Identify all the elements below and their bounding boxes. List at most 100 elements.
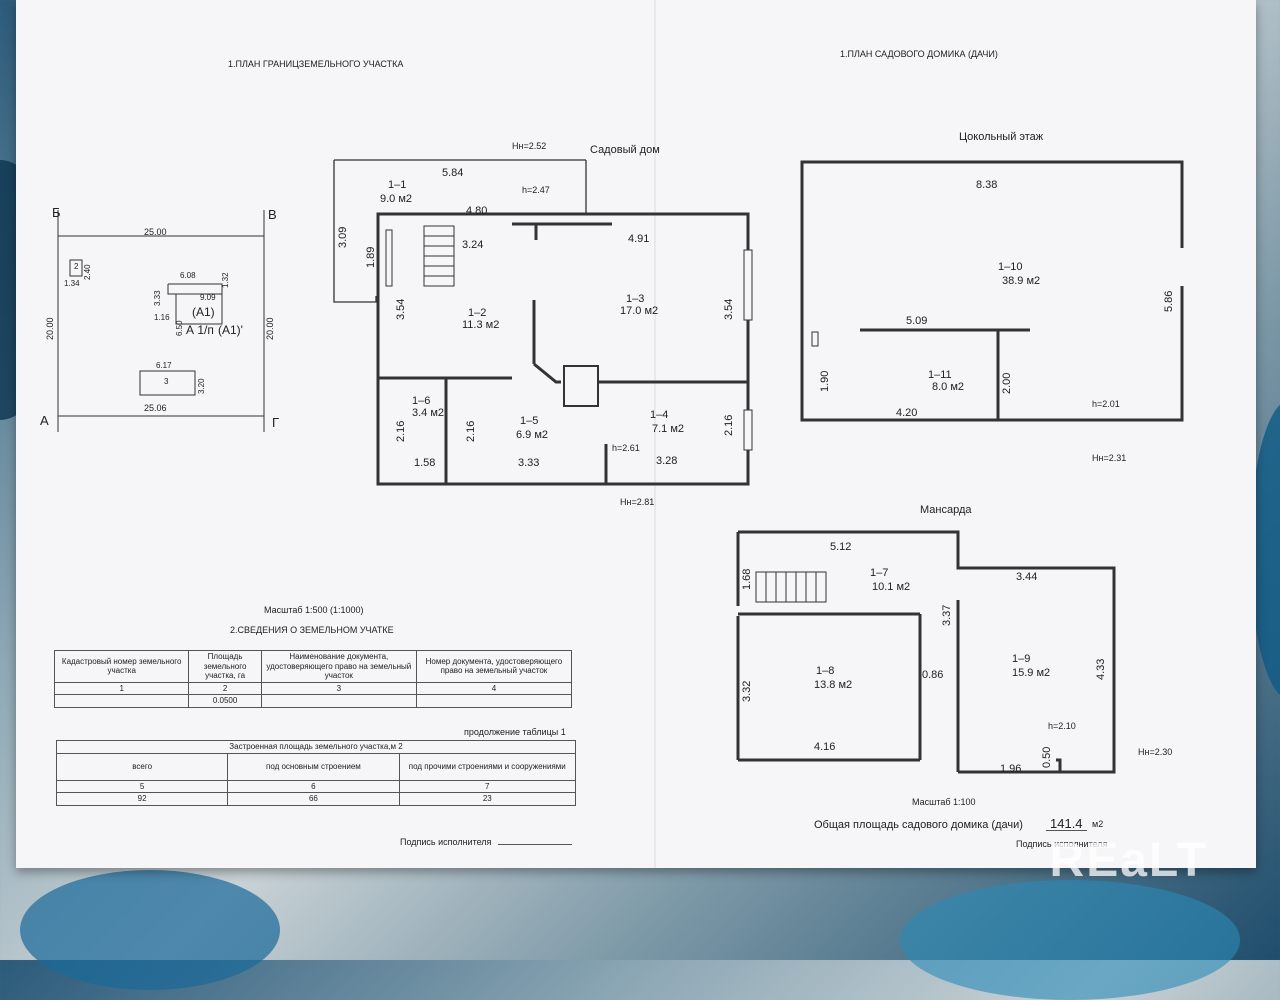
dim-344: 3.44 <box>1016 571 1038 583</box>
plans-drawing <box>57 159 1184 774</box>
table1-header: Наименование документа, удостоверяющего … <box>260 650 417 683</box>
bld-label-a1p: А 1/п <box>186 323 214 337</box>
table1-header: Номер документа, удостоверяющего право н… <box>415 650 573 683</box>
table1-num: 4 <box>415 681 573 696</box>
bld-label-a1b: (А1)' <box>218 323 243 337</box>
bg-pattern <box>900 880 1240 1000</box>
dim-216b: 2.16 <box>465 420 477 442</box>
small-building-w: 1.34 <box>64 279 80 288</box>
table2-num: 7 <box>398 779 577 794</box>
total-area-unit: м2 <box>1092 819 1104 829</box>
site-right-dim: 20.00 <box>265 317 275 340</box>
total-area-value: 141.4 <box>1046 817 1087 831</box>
table2-num: 5 <box>55 779 229 794</box>
room-1-4: 1–4 <box>650 409 669 421</box>
table-continuation: продолжение таблицы 1 <box>464 727 566 737</box>
basement-hn: Hн=2.31 <box>1092 453 1127 463</box>
corner-g: Г <box>272 415 280 430</box>
table1-num: 2 <box>188 681 262 696</box>
site-bottom-dim: 25.06 <box>144 403 167 413</box>
room-1-7: 1–7 <box>870 567 889 579</box>
table2-header: под основным строением <box>227 752 400 781</box>
garden-house-label: Садовый дом <box>590 144 660 156</box>
small-building-no: 2 <box>74 262 79 271</box>
table2-header: всего <box>55 752 229 781</box>
dim-509: 5.09 <box>906 315 928 327</box>
dim-086: 0.86 <box>922 669 944 681</box>
area-1-9: 15.9 м2 <box>1012 667 1051 679</box>
site-top-dim: 25.00 <box>144 227 167 237</box>
dim-216c: 2.16 <box>723 414 735 436</box>
dim-190: 1.90 <box>819 370 831 392</box>
dim-200: 2.00 <box>1001 372 1013 394</box>
dim-480: 4.80 <box>466 205 488 217</box>
table2-cell: 23 <box>398 792 577 806</box>
table2-cell: 92 <box>55 792 229 806</box>
total-area-label: Общая площадь садового домика (дачи) <box>814 819 1023 831</box>
dim-158: 1.58 <box>414 457 436 469</box>
dim-416: 4.16 <box>814 741 836 753</box>
room-1-1: 1–1 <box>388 179 407 191</box>
house-scale: Масштаб 1:100 <box>912 797 976 807</box>
dim-512: 5.12 <box>830 541 852 553</box>
dim-420: 4.20 <box>896 407 918 419</box>
main-bld-w: 6.08 <box>180 271 196 280</box>
section-2-title: 2.СВЕДЕНИЯ О ЗЕМЕЛЬНОМ УЧАТКЕ <box>230 625 394 635</box>
room-1-11: 1–11 <box>928 369 952 381</box>
main-bld-d1: 3.33 <box>153 290 162 306</box>
dim-433: 4.33 <box>1095 658 1107 680</box>
area-1-3: 17.0 м2 <box>620 305 659 317</box>
land-info-table: Кадастровый номер земельного участка Пло… <box>53 650 573 708</box>
ground-h1: h=2.47 <box>522 185 550 195</box>
ground-hn2: Hн=2.81 <box>620 497 655 507</box>
site-left-dim: 20.00 <box>45 317 55 340</box>
dim-354b: 3.54 <box>723 298 735 320</box>
small-building-h: 2.40 <box>83 264 92 280</box>
dim-309: 3.09 <box>337 226 349 248</box>
dim-586: 5.86 <box>1163 290 1175 312</box>
watermark-logo: REaLT <box>1049 834 1208 887</box>
bld3-w: 6.17 <box>156 361 172 370</box>
ground-hn: Hн=2.52 <box>512 141 547 151</box>
main-bld-w2: 9.09 <box>200 293 216 302</box>
table1-header: Кадастровый номер земельного участка <box>53 650 190 683</box>
dim-838: 8.38 <box>976 179 998 191</box>
fold-line <box>654 0 656 868</box>
area-1-5: 6.9 м2 <box>516 429 549 441</box>
room-1-9: 1–9 <box>1012 653 1031 665</box>
table2-cell: 66 <box>227 792 400 806</box>
dim-050: 0.50 <box>1041 746 1053 768</box>
signature-label-right: Подпись исполнителя <box>1016 839 1108 849</box>
room-1-3: 1–3 <box>626 293 645 305</box>
main-bld-d3: 6.50 <box>175 320 184 336</box>
room-1-8: 1–8 <box>816 665 835 677</box>
table1-num: 3 <box>260 681 417 696</box>
dim-324: 3.24 <box>462 239 484 251</box>
room-1-2: 1–2 <box>468 307 487 319</box>
dim-189: 1.89 <box>365 246 377 268</box>
built-area-table: Застроенная площадь земельного участка,м… <box>55 740 577 806</box>
land-plan-title: 1.ПЛАН ГРАНИЦЗЕМЕЛЬНОГО УЧАСТКА <box>228 59 404 69</box>
table1-cell <box>260 694 417 708</box>
room-1-6: 1–6 <box>412 395 431 407</box>
corner-a: А <box>40 413 49 428</box>
area-1-2: 11.3 м2 <box>462 319 500 331</box>
table1-cell <box>53 694 190 708</box>
bld3-no: 3 <box>164 377 169 386</box>
basement-title: Цокольный этаж <box>959 131 1044 143</box>
table2-header: под прочими строениями и сооружениями <box>398 752 577 781</box>
table1-cell: 0.0500 <box>188 694 262 708</box>
attic-hn: Hн=2.30 <box>1138 747 1173 757</box>
area-1-6: 3.4 м2 <box>412 407 445 419</box>
dim-328: 3.28 <box>656 455 678 467</box>
house-plan-title: 1.ПЛАН САДОВОГО ДОМИКА (ДАЧИ) <box>840 49 998 59</box>
dim-332: 3.32 <box>741 680 753 702</box>
table1-num: 1 <box>53 681 190 696</box>
table1-cell <box>415 694 573 708</box>
dim-168: 1.68 <box>741 568 753 590</box>
dim-333: 3.33 <box>518 457 540 469</box>
basement-h: h=2.01 <box>1092 399 1120 409</box>
table2-num: 6 <box>227 779 400 794</box>
area-1-8: 13.8 м2 <box>814 679 853 691</box>
area-1-1: 9.0 м2 <box>380 193 413 205</box>
